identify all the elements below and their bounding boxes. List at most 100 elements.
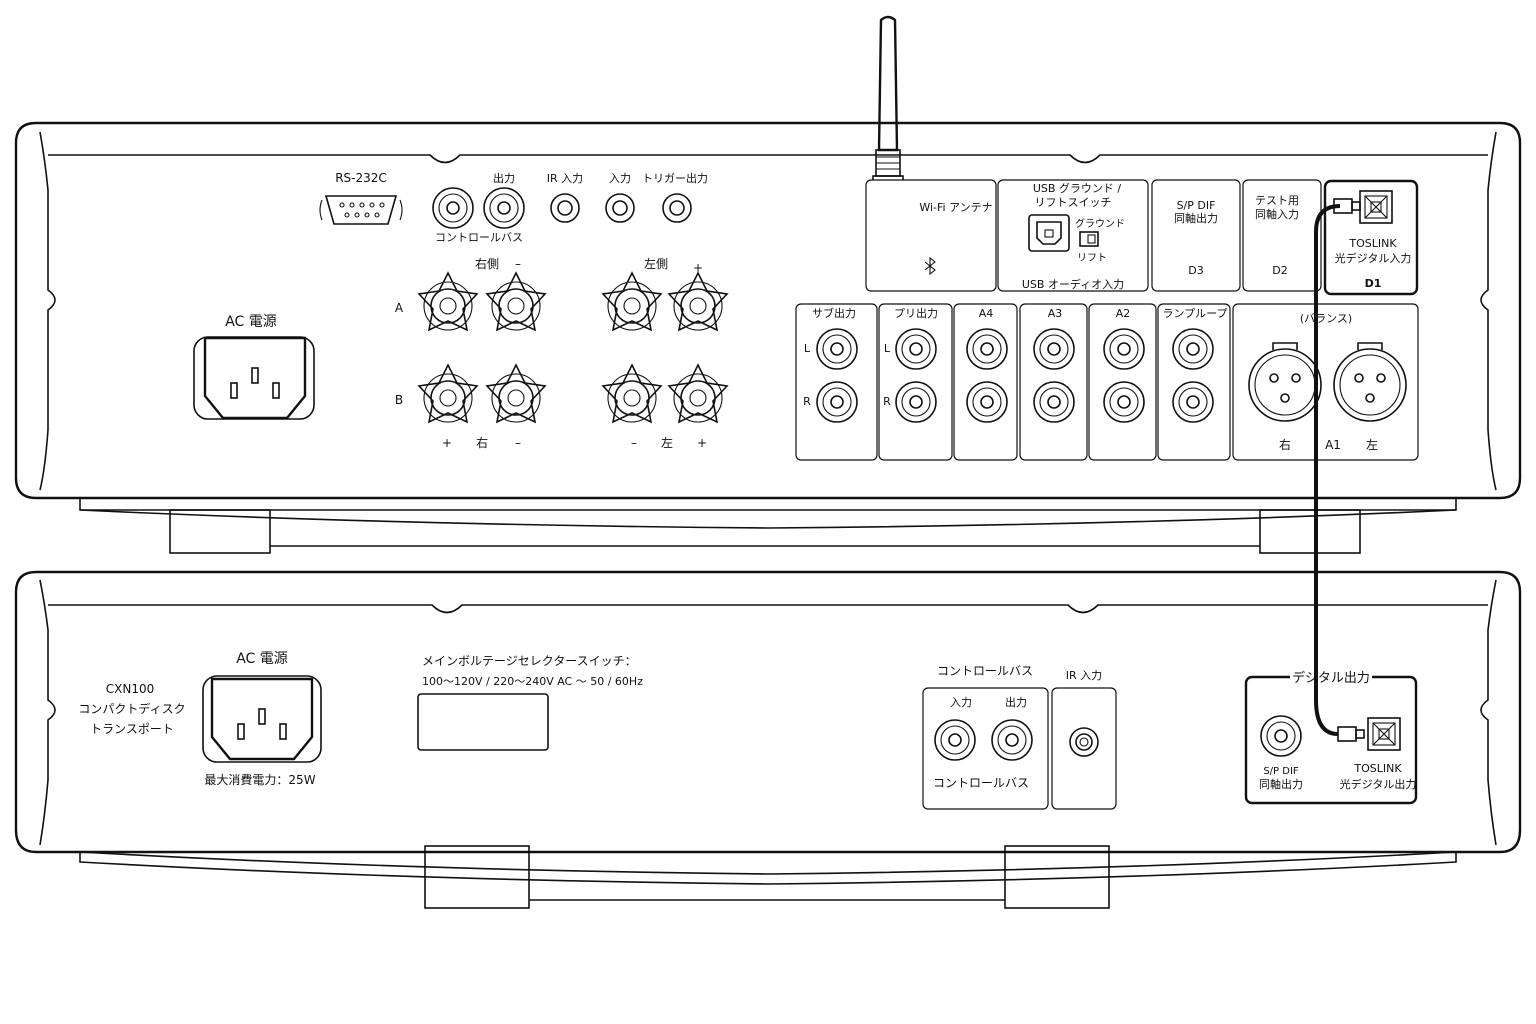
left-minus-bottom: – <box>631 436 637 450</box>
a1-label: A1 <box>1325 438 1341 452</box>
speaker-terminal-b-right-plus[interactable] <box>418 364 478 423</box>
a3-label: A3 <box>1048 307 1063 320</box>
player-control-bus-top-label: コントロールバス <box>937 664 1033 678</box>
amplifier-rear-panel: RS-232C 出力 コントロールバス IR 入力 入力 トリガー出力 AC 電… <box>14 15 1522 554</box>
pre-out-label: プリ出力 <box>894 306 938 320</box>
usb-ground-lift-switch[interactable] <box>1079 231 1099 247</box>
lift-label: リフト <box>1077 253 1107 264</box>
xlr-right-label: 右 <box>1279 437 1291 452</box>
toslink-in-box <box>1323 179 1419 296</box>
model-line-3: トランスポート <box>90 722 174 736</box>
trigger-out-label: トリガー出力 <box>642 171 708 185</box>
right-bottom-label: 右 <box>476 435 488 450</box>
player-ac-power-inlet[interactable] <box>210 677 314 761</box>
toslink-in-port[interactable] <box>1359 190 1393 224</box>
speaker-terminal-a-left-minus[interactable] <box>602 272 662 331</box>
toslink-out-label-1: TOSLINK <box>1353 762 1402 775</box>
amp-ac-power-inlet[interactable] <box>203 336 307 420</box>
speaker-terminal-a-right-minus[interactable] <box>486 272 546 331</box>
trigger-in-label: 入力 <box>609 172 631 185</box>
left-plus-top: + <box>693 261 703 275</box>
control-bus-out-jack[interactable] <box>483 187 525 229</box>
optical-cable <box>1314 198 1365 742</box>
pre-l-label: L <box>884 342 891 355</box>
speaker-terminal-a-right-plus[interactable] <box>418 272 478 331</box>
ground-label: グラウンド <box>1075 217 1125 230</box>
toslink-out-label-2: 光デジタル出力 <box>1340 777 1417 791</box>
d2-label: D2 <box>1272 264 1287 277</box>
player-spdif-label-1: S/P DIF <box>1263 766 1299 777</box>
balanced-label: (バランス) <box>1300 312 1352 325</box>
digital-out-label: デジタル出力 <box>1292 670 1370 686</box>
cable-plug-top <box>1333 198 1361 214</box>
right-minus-bottom: – <box>515 436 521 450</box>
right-minus-top: – <box>515 257 521 271</box>
balanced-a1-box <box>1232 303 1419 461</box>
amp-spdif-label-2: 同軸出力 <box>1174 211 1218 225</box>
test-label-1: テスト用 <box>1255 194 1299 207</box>
xlr-left-label: 左 <box>1366 437 1378 452</box>
left-side-label: 左側 <box>644 256 668 271</box>
player-ir-in-label: IR 入力 <box>1066 669 1102 682</box>
test-label-2: 同軸入力 <box>1255 207 1299 221</box>
toslink-in-label-2: 光デジタル入力 <box>1335 251 1412 265</box>
pre-r-label: R <box>883 395 891 408</box>
trigger-out-jack[interactable] <box>662 193 692 223</box>
lamp-loop-label: ランプループ <box>1162 307 1227 320</box>
model-line-2: コンパクトディスク <box>78 701 185 716</box>
toslink-in-label-1: TOSLINK <box>1348 237 1397 250</box>
spdif-out-box <box>1151 179 1241 292</box>
voltage-range-label: 100～120V / 220～240V AC ～ 50 / 60Hz <box>422 675 643 688</box>
control-out-label: 出力 <box>493 171 515 185</box>
row-b-label: B <box>395 393 403 407</box>
player-control-in-label: 入力 <box>950 696 972 709</box>
test-in-box <box>1242 179 1322 292</box>
d1-label: D1 <box>1365 277 1382 290</box>
speaker-terminal-b-right-minus[interactable] <box>486 364 546 423</box>
trigger-in-jack[interactable] <box>605 193 635 223</box>
amp-spdif-label-1: S/P DIF <box>1177 199 1216 212</box>
usb-b-port[interactable] <box>1028 214 1070 252</box>
sub-l-label: L <box>804 342 811 355</box>
wifi-antenna-box <box>865 179 997 292</box>
voltage-selector-label: メインボルテージセレクタースイッチ： <box>422 654 637 668</box>
usb-audio-label: USB オーディオ入力 <box>1022 277 1124 291</box>
left-plus-bottom: + <box>697 436 707 450</box>
max-power-label: 最大消費電力：25W <box>204 772 315 787</box>
control-bus-label: コントロールバス <box>435 231 523 244</box>
usb-ground-label-2: リフトスイッチ <box>1035 196 1112 209</box>
player-ac-power-label: AC 電源 <box>236 651 288 667</box>
rs232-port[interactable] <box>319 195 403 225</box>
player-ir-in-jack[interactable] <box>1069 727 1099 757</box>
left-bottom-label: 左 <box>661 435 673 450</box>
d3-label: D3 <box>1188 264 1203 277</box>
sub-out-label: サブ出力 <box>812 306 856 320</box>
player-spdif-label-2: 同軸出力 <box>1259 777 1303 791</box>
row-a-label: A <box>395 301 404 315</box>
a4-label: A4 <box>979 307 994 320</box>
speaker-terminal-a-left-plus[interactable] <box>668 272 728 331</box>
a2-label: A2 <box>1116 307 1131 320</box>
model-line-1: CXN100 <box>106 682 154 696</box>
player-control-bus-box <box>922 687 1049 810</box>
control-bus-in-jack[interactable] <box>432 187 474 229</box>
cd-transport-rear-panel: CXN100 コンパクトディスク トランスポート AC 電源 最大消費電力：25… <box>14 570 1522 909</box>
right-side-label: 右側 <box>475 256 499 271</box>
speaker-terminal-b-left-plus[interactable] <box>668 364 728 423</box>
sub-r-label: R <box>803 395 811 408</box>
player-control-bus-bottom-label: コントロールバス <box>933 776 1029 790</box>
speaker-terminal-b-left-minus[interactable] <box>602 364 662 423</box>
toslink-out-port[interactable] <box>1367 717 1401 751</box>
right-plus-bottom: + <box>442 436 452 450</box>
usb-ground-label-1: USB グラウンド / <box>1033 181 1122 195</box>
player-ir-box <box>1051 687 1117 810</box>
player-control-out-label: 出力 <box>1005 695 1027 709</box>
cable-plug-bottom <box>1337 726 1365 742</box>
wifi-label: Wi-Fi アンテナ <box>919 201 992 214</box>
usb-box <box>997 179 1149 292</box>
player-spdif-out-jack[interactable] <box>1260 715 1302 757</box>
ir-in-jack[interactable] <box>550 193 580 223</box>
rs232-label: RS-232C <box>335 171 387 185</box>
bluetooth-icon <box>924 256 936 276</box>
